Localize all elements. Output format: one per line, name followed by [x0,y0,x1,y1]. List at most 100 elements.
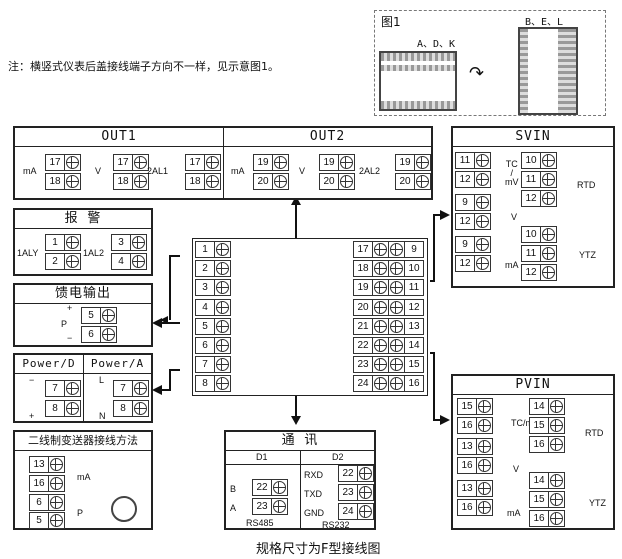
screw-icon [476,438,493,455]
d2-title: D2 [332,452,344,462]
terminal-8: 8 [45,400,81,417]
out2-relay-label: 2AL2 [359,166,381,176]
transmitter-panel: 二线制变送器接线方法 13 16 6 5 mA P [13,430,153,530]
screw-icon [474,152,491,169]
screw-icon [540,264,557,281]
terminal-11: 11 [388,279,424,297]
screw-icon [372,279,389,297]
feed-plus: + [67,303,73,313]
svin-v-label: V [511,212,518,222]
terminal-13: 13 [29,456,65,473]
screw-icon [474,213,491,230]
screw-icon [388,375,405,393]
transmitter-title: 二线制变送器接线方法 [15,432,151,451]
terminal-12: 12 [455,213,491,230]
terminal-18: 18 [353,260,389,278]
screw-icon [64,400,81,417]
terminal-5: 5 [195,317,231,335]
terminal-11: 11 [521,245,557,262]
rs232-rxd: RXD [304,470,324,480]
screw-icon [372,241,389,258]
terminal-1: 1 [195,241,231,258]
screw-icon [64,380,81,397]
screw-icon [476,457,493,474]
screw-icon [372,260,389,278]
feed-minus: − [67,333,73,343]
screw-icon [48,475,65,492]
screw-icon [372,356,389,374]
terminal-10: 10 [388,260,424,278]
comm-panel: 通 讯 D1 D2 B 22 A 23 RS485 RXD 22 TXD 23 … [224,430,376,530]
terminal-5: 5 [81,307,117,324]
terminal-1: 1 [45,234,81,251]
terminal-16: 16 [388,375,424,393]
screw-icon [474,255,491,272]
screw-icon [388,279,405,297]
screw-icon [372,298,389,316]
terminal-4: 4 [195,298,231,316]
d1-title: D1 [256,452,268,462]
terminal-12: 12 [455,171,491,188]
terminal-23: 23 [353,356,389,374]
transmitter-ma-label: mA [77,472,91,482]
screw-icon [338,173,355,190]
screw-icon [271,498,288,515]
terminal-13: 13 [457,438,493,455]
terminal-12: 12 [521,190,557,207]
alarm1-label: 1ALY [17,248,39,258]
terminal-16: 16 [29,475,65,492]
terminal-20: 20 [319,173,355,190]
terminal-19: 19 [395,154,431,171]
terminal-23: 23 [252,498,288,515]
pvin-v-label: V [513,464,520,474]
screw-icon [64,253,81,270]
terminal-9: 9 [455,194,491,211]
screw-icon [540,190,557,207]
screw-icon [372,337,389,354]
screw-icon [540,245,557,262]
screw-icon [130,253,147,270]
screw-icon [214,356,231,374]
svin-ma-label: mA [505,260,519,270]
screw-icon [130,234,147,251]
horizontal-meter-icon [379,51,457,111]
screw-icon [48,494,65,511]
rs232-footer: RS232 [322,520,350,530]
screw-icon [64,234,81,251]
vertical-meter-icon [518,27,578,115]
screw-icon [372,317,389,335]
alarm-title: 报 警 [15,210,151,229]
terminal-7: 7 [113,380,149,397]
feed-output-panel: 馈电输出 + P − 5 6 [13,283,153,347]
terminal-9: 9 [455,236,491,253]
power-d-title: Power/D [15,355,83,374]
terminal-20: 20 [395,173,431,190]
terminal-22: 22 [353,337,389,354]
screw-icon [388,317,405,335]
screw-icon [414,173,431,190]
screw-icon [64,173,81,190]
screw-icon [548,398,565,415]
terminal-18: 18 [45,173,81,190]
rs485-footer: RS485 [246,518,274,528]
terminal-18: 18 [113,173,149,190]
screw-icon [372,375,389,393]
screw-icon [64,154,81,171]
screw-icon [214,317,231,335]
comm-title: 通 讯 [226,432,374,451]
terminal-12: 12 [521,264,557,281]
pvin-ytz-label: YTZ [589,498,606,508]
terminal-14: 14 [529,398,565,415]
terminal-12: 12 [455,255,491,272]
out2-ma-label: mA [231,166,245,176]
terminal-15: 15 [529,491,565,508]
screw-icon [476,417,493,434]
alarm2-label: 1AL2 [83,248,105,258]
screw-icon [48,512,65,529]
screw-icon [214,241,231,258]
screw-icon [548,472,565,489]
screw-icon [414,154,431,171]
terminal-20: 20 [353,298,389,316]
terminal-10: 10 [521,226,557,243]
